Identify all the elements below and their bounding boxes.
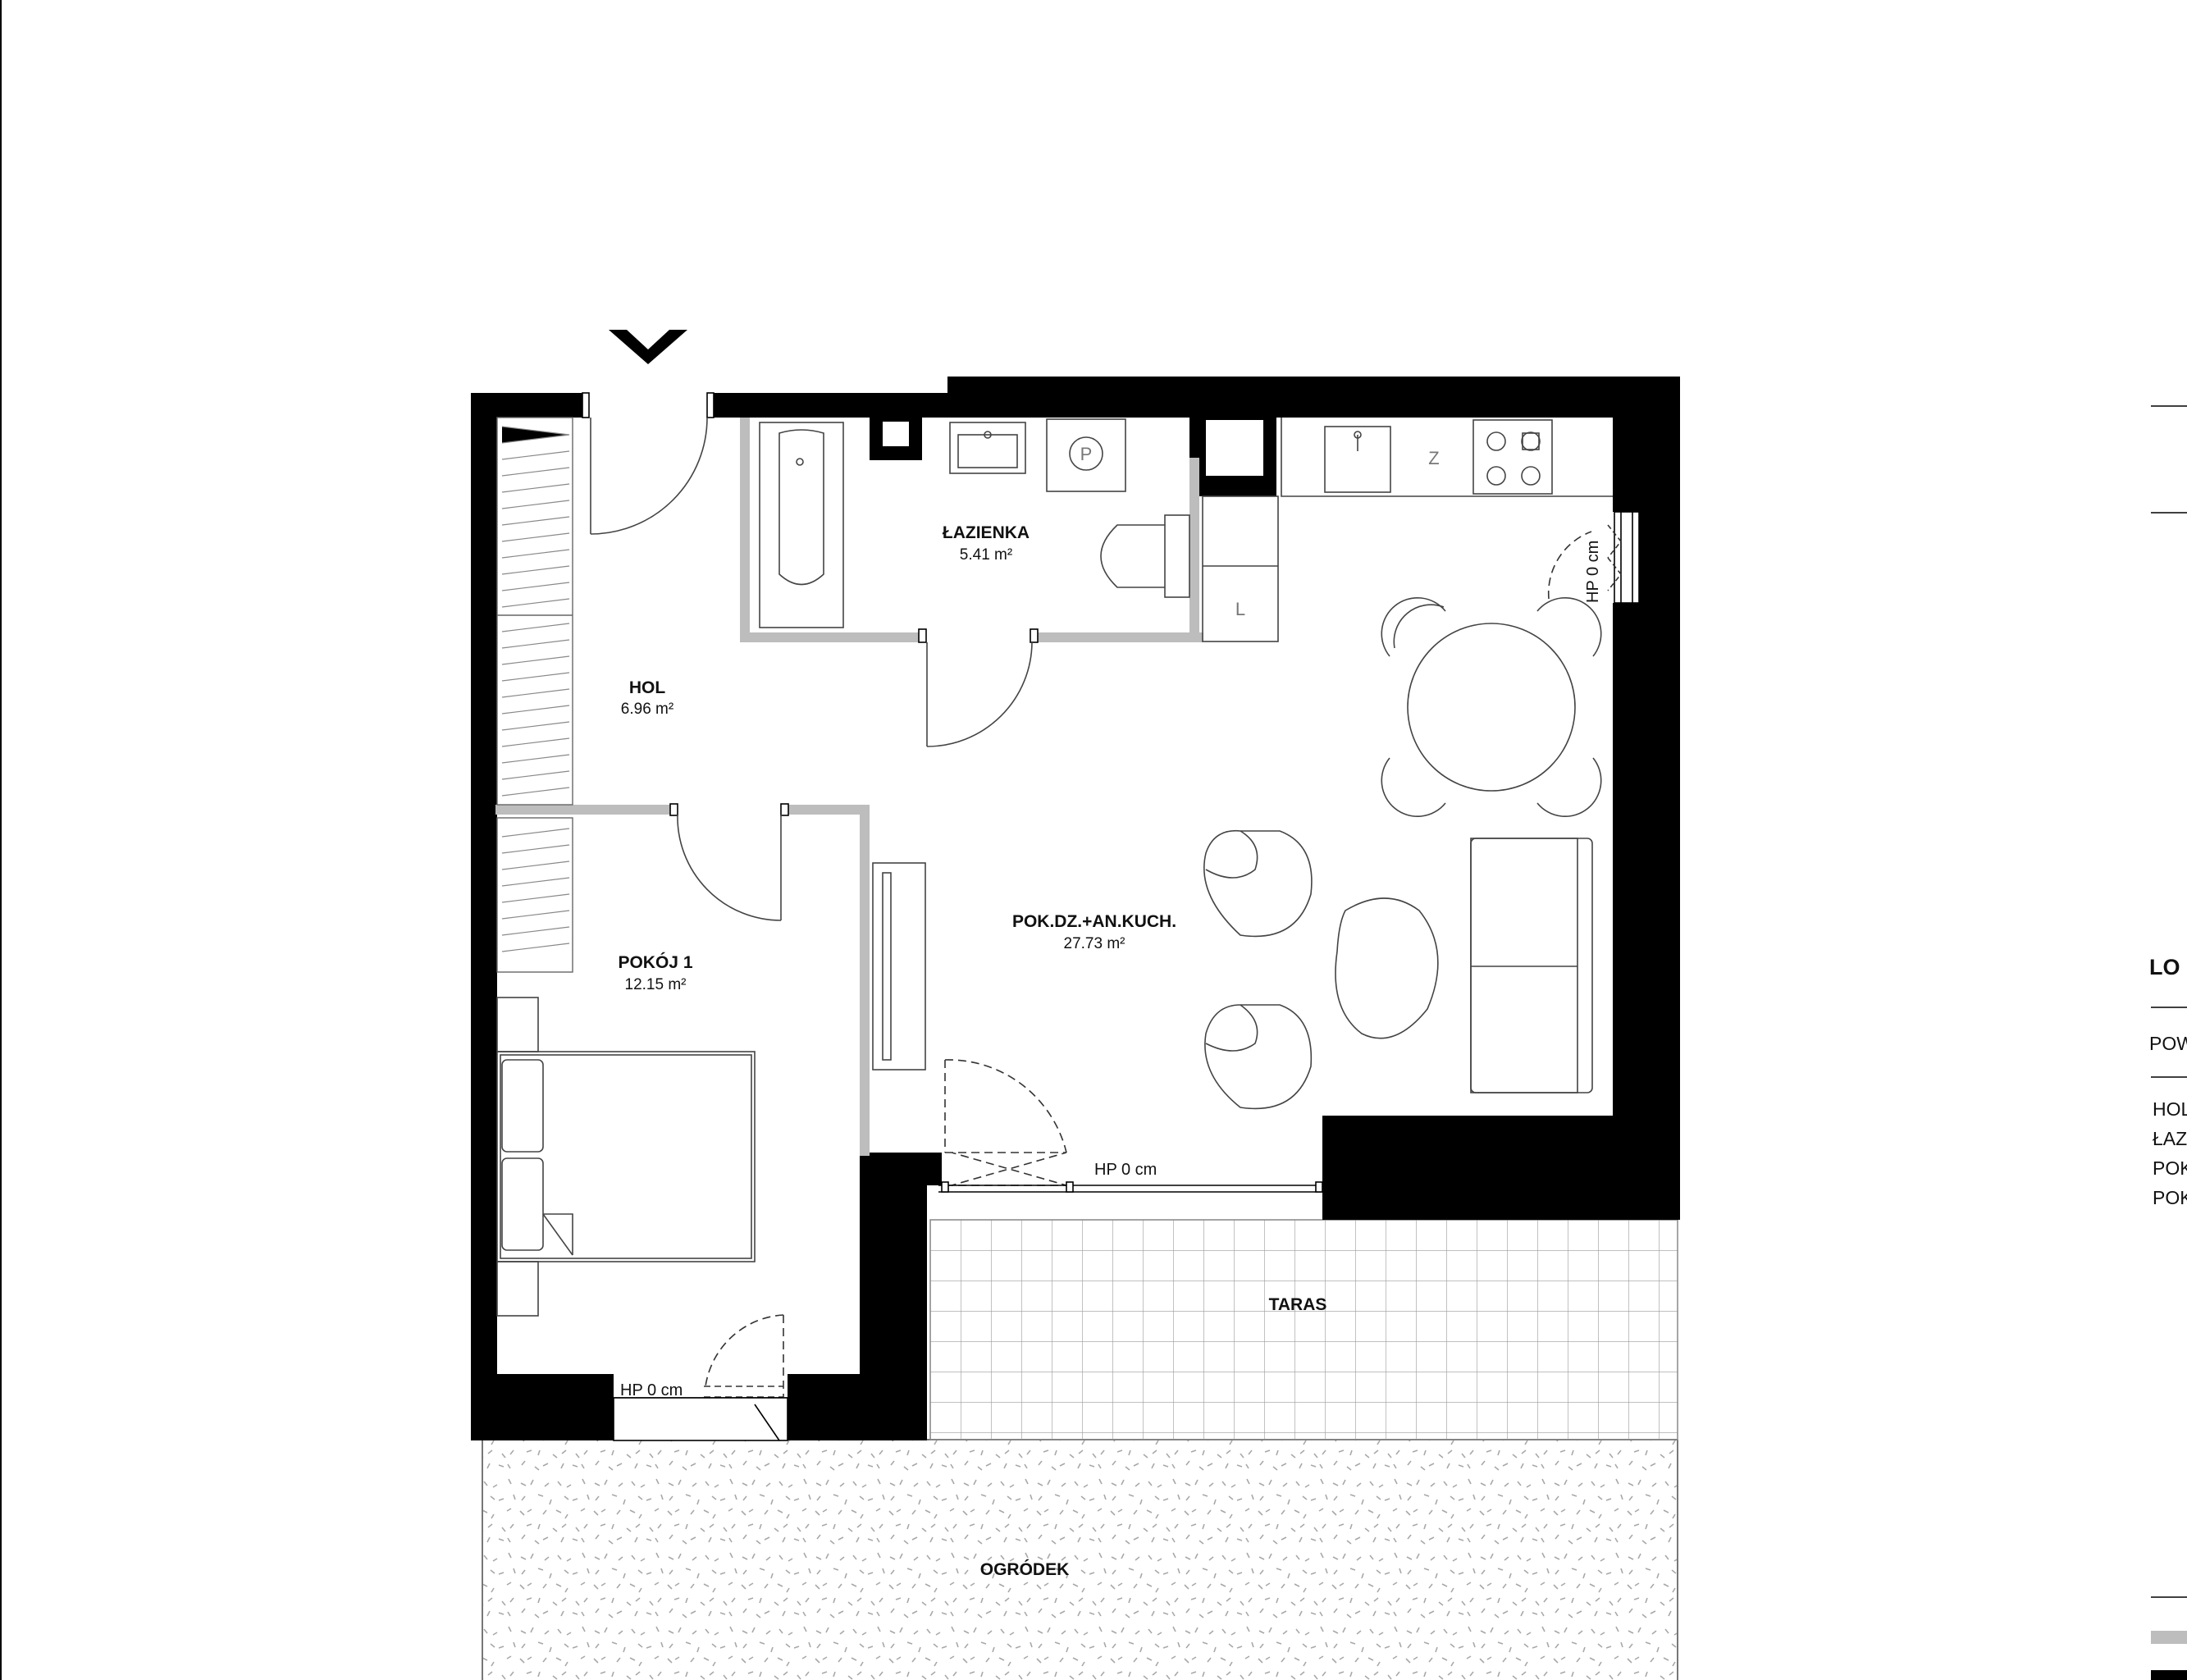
door-jambs	[582, 392, 1039, 816]
tv-cabinet	[872, 862, 926, 1071]
coffee-table	[1335, 897, 1439, 1039]
bedroom-wardrobe	[496, 817, 573, 973]
wardrobe	[496, 417, 573, 806]
room-name-salon: POK.DZ.+AN.KUCH.	[1012, 912, 1176, 931]
room-name-taras: TARAS	[1269, 1295, 1327, 1314]
entrance-door[interactable]	[590, 417, 708, 535]
room-name-lazienka: ŁAZIENKA	[943, 523, 1030, 542]
sofa	[1470, 838, 1593, 1093]
chevron-down-icon	[609, 330, 687, 364]
room-area-pokoj1: 12.15 m²	[625, 976, 687, 993]
washer-symbol: P	[1080, 444, 1093, 464]
legend-panel: LO POW HOL ŁAZ POK POK	[2149, 405, 2187, 1680]
terrace-area	[929, 1219, 1678, 1440]
kitchen-counter	[1281, 418, 1613, 497]
threshold-label-window: HP 0 cm	[1584, 541, 1602, 603]
threshold-label-garden: HP 0 cm	[620, 1381, 683, 1399]
washing-machine	[1046, 418, 1126, 492]
legend-area-label: POW	[2149, 1033, 2187, 1054]
legend-row: ŁAZ	[2153, 1128, 2187, 1149]
room-name-hol: HOL	[629, 678, 666, 697]
east-window[interactable]	[1547, 511, 1640, 604]
bathroom-sink	[949, 422, 1026, 474]
garden-area	[482, 1439, 1678, 1680]
room-area-lazienka: 5.41 m²	[960, 546, 1012, 564]
fridge-symbol: Z	[1428, 448, 1439, 468]
room-area-salon: 27.73 m²	[1064, 935, 1125, 952]
nightstand	[496, 997, 539, 1317]
terrace-door[interactable]	[938, 1059, 1323, 1193]
interior-partitions	[495, 418, 1203, 1156]
bedroom-door[interactable]	[677, 814, 782, 921]
toilet	[1100, 514, 1190, 598]
threshold-label-terrace: HP 0 cm	[1094, 1161, 1157, 1179]
bathtub	[759, 422, 844, 628]
bathroom-door[interactable]	[926, 641, 1033, 747]
dishwasher-symbol: L	[1235, 599, 1245, 619]
room-area-hol: 6.96 m²	[621, 701, 673, 718]
kitchen-column	[1202, 495, 1279, 642]
legend-row: POK	[2153, 1187, 2187, 1208]
armchair	[1203, 829, 1313, 938]
legend-row: POK	[2153, 1157, 2187, 1179]
bed	[496, 1051, 756, 1262]
exterior-walls	[471, 377, 1680, 1440]
legend-title: LO	[2149, 955, 2180, 979]
dining-table	[1381, 596, 1602, 818]
legend-row: HOL	[2153, 1098, 2187, 1120]
room-name-ogrodek: OGRÓDEK	[980, 1559, 1070, 1579]
room-name-pokoj1: POKÓJ 1	[618, 952, 692, 972]
garden-door[interactable]	[613, 1314, 788, 1441]
armchair	[1204, 1004, 1313, 1110]
